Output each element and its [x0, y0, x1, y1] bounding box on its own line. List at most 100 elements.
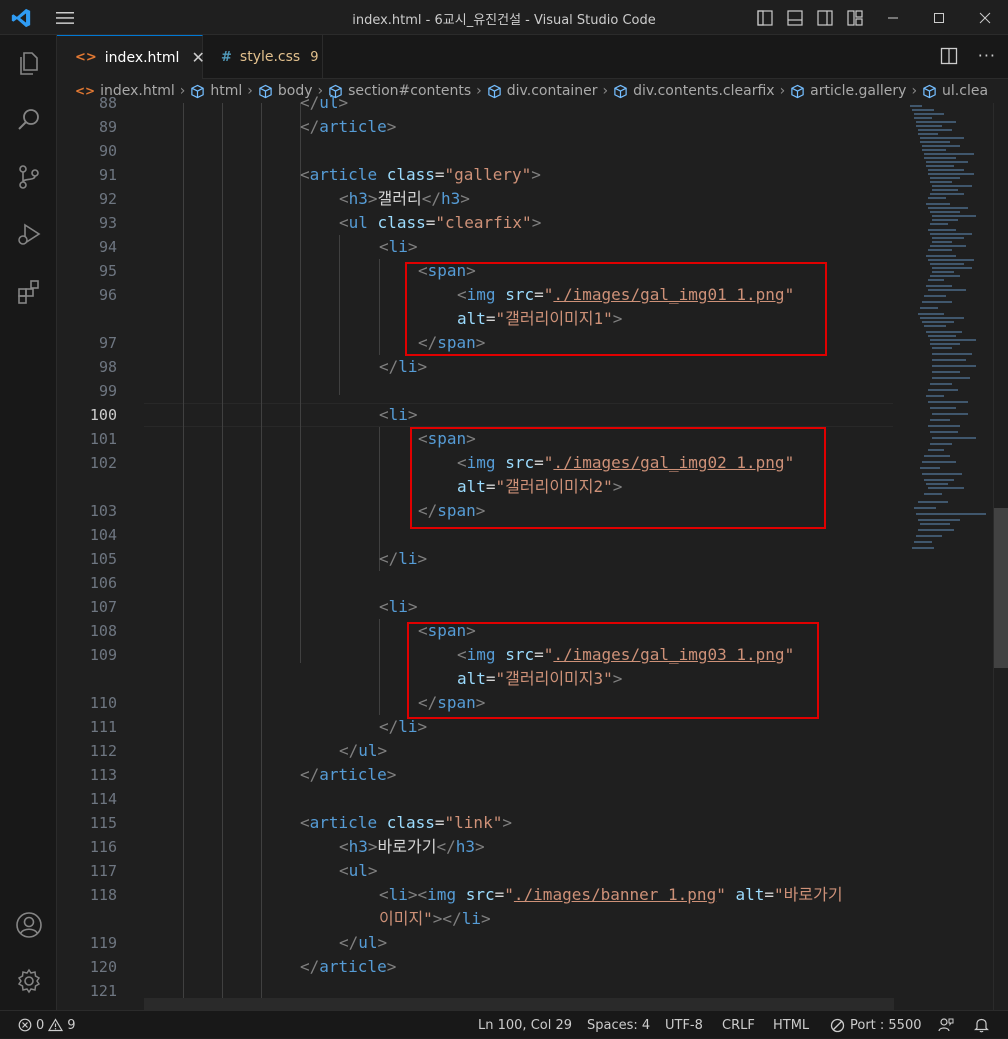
activity-bar — [0, 35, 57, 1010]
run-debug-button[interactable] — [0, 210, 57, 258]
manage-button[interactable] — [0, 957, 57, 1005]
person-feedback-icon — [938, 1018, 954, 1032]
breadcrumb-item[interactable]: html — [190, 83, 242, 99]
vscode-logo-icon[interactable] — [10, 7, 32, 29]
css-file-icon: # — [221, 49, 232, 65]
chevron-right-icon: › — [179, 83, 186, 99]
code-line: <img src="./images/gal_img03 1.png" — [457, 645, 795, 664]
line-number: 114 — [89, 790, 117, 808]
feedback-button[interactable] — [938, 1011, 954, 1039]
chevron-right-icon: › — [602, 83, 609, 99]
code-line: <li> — [379, 597, 418, 616]
files-icon — [19, 52, 38, 75]
breadcrumb-item[interactable]: article.gallery — [790, 83, 906, 99]
layout-icon — [847, 9, 863, 26]
breadcrumb-item[interactable]: div.container — [487, 83, 598, 99]
extensions-button[interactable] — [0, 267, 57, 315]
code-line: <ul> — [339, 861, 378, 880]
cursor-position[interactable]: Ln 100, Col 29 — [478, 1017, 573, 1033]
line-number: 103 — [89, 502, 117, 520]
indent-guide — [261, 103, 262, 1010]
warning-count: 9 — [67, 1017, 76, 1033]
vertical-scrollbar[interactable] — [993, 103, 1008, 1010]
breadcrumb-item[interactable]: ul.clea — [922, 83, 988, 99]
code-line: alt="갤러리이미지1"> — [457, 309, 623, 328]
toggle-primary-sidebar-button[interactable] — [750, 0, 780, 35]
tab-label: index.html — [104, 49, 180, 66]
line-number: 121 — [89, 982, 117, 1000]
menu-hamburger-icon[interactable] — [55, 10, 75, 26]
image-path-link[interactable]: ./images/gal_img02 1.png — [553, 453, 785, 472]
code-line: 이미지"></li> — [379, 909, 491, 928]
maximize-button[interactable] — [916, 0, 962, 35]
line-number-current: 100 — [89, 406, 117, 424]
search-button[interactable] — [0, 96, 57, 144]
code-line: <li> — [379, 405, 418, 424]
source-control-icon — [18, 165, 39, 189]
breadcrumb: <>index.html › html › body › section#con… — [57, 79, 1008, 103]
line-number: 106 — [89, 574, 117, 592]
explorer-button[interactable] — [0, 39, 57, 87]
code-line: </span> — [418, 693, 486, 712]
code-line: <li> — [379, 237, 418, 256]
indent-guide — [379, 619, 380, 715]
close-tab-icon[interactable]: ✕ — [191, 48, 205, 67]
code-line: </article> — [300, 765, 397, 784]
status-bar: 0 9 Ln 100, Col 29 Spaces: 4 UTF-8 CRLF … — [0, 1010, 1008, 1038]
line-number: 94 — [98, 238, 117, 256]
highlight-box-gallery-3 — [407, 622, 819, 719]
code-line: <img src="./images/gal_img01 1.png" — [457, 285, 795, 304]
code-line: </span> — [418, 333, 486, 352]
line-number: 119 — [89, 934, 117, 952]
accounts-button[interactable] — [0, 901, 57, 949]
html-file-icon: <> — [75, 50, 97, 65]
chevron-right-icon: › — [911, 83, 918, 99]
line-number: 96 — [98, 286, 117, 304]
minimap[interactable] — [908, 103, 992, 1010]
code-content[interactable]: </ul> </article> <article class="gallery… — [144, 93, 904, 1021]
scrollbar-thumb[interactable] — [994, 508, 1008, 668]
source-control-button[interactable] — [0, 153, 57, 201]
sidebar-right-icon — [817, 9, 833, 26]
breadcrumb-item[interactable]: <>index.html — [75, 83, 175, 99]
breadcrumb-item[interactable]: body — [258, 83, 313, 99]
code-line: </article> — [300, 117, 397, 136]
image-path-link[interactable]: ./images/gal_img03 1.png — [553, 645, 785, 664]
line-number: 98 — [98, 358, 117, 376]
line-number: 118 — [89, 886, 117, 904]
line-number: 107 — [89, 598, 117, 616]
language-mode[interactable]: HTML — [773, 1017, 810, 1033]
horizontal-scrollbar[interactable] — [144, 998, 894, 1010]
toggle-secondary-sidebar-button[interactable] — [810, 0, 840, 35]
notifications-button[interactable] — [974, 1011, 989, 1039]
code-line: <article class="link"> — [300, 813, 512, 832]
encoding-setting[interactable]: UTF-8 — [665, 1017, 703, 1033]
minimize-button[interactable] — [870, 0, 916, 35]
tab-style-css[interactable]: # style.css 9 — [203, 35, 323, 79]
breadcrumb-item[interactable]: div.contents.clearfix — [613, 83, 775, 99]
search-icon — [17, 109, 39, 130]
code-line: <span> — [418, 621, 476, 640]
customize-layout-button[interactable] — [840, 0, 870, 35]
toggle-panel-button[interactable] — [780, 0, 810, 35]
code-line: </li> — [379, 549, 428, 568]
breadcrumb-item[interactable]: section#contents — [328, 83, 471, 99]
image-path-link[interactable]: ./images/gal_img01 1.png — [553, 285, 785, 304]
indentation-setting[interactable]: Spaces: 4 — [587, 1017, 651, 1033]
line-number: 115 — [89, 814, 117, 832]
image-path-link[interactable]: ./images/banner 1.png — [513, 885, 717, 904]
element-cube-icon — [614, 84, 627, 98]
problems-indicator[interactable]: 0 9 — [18, 1011, 76, 1039]
line-number: 117 — [89, 862, 117, 880]
close-window-button[interactable] — [962, 0, 1008, 35]
line-number: 97 — [98, 334, 117, 352]
split-editor-icon[interactable] — [940, 47, 958, 65]
more-actions-icon[interactable]: ··· — [977, 46, 996, 65]
code-line: <h3>갤러리</h3> — [339, 189, 470, 208]
code-editor[interactable]: 88 89 90 91 92 93 94 95 96 97 98 99 100 … — [57, 93, 1008, 1021]
eol-setting[interactable]: CRLF — [722, 1017, 755, 1033]
live-server-port[interactable]: Port : 5500 — [830, 1011, 922, 1039]
tab-index-html[interactable]: <> index.html ✕ — [57, 35, 205, 79]
gear-icon — [17, 968, 40, 994]
line-number: 90 — [98, 142, 117, 160]
